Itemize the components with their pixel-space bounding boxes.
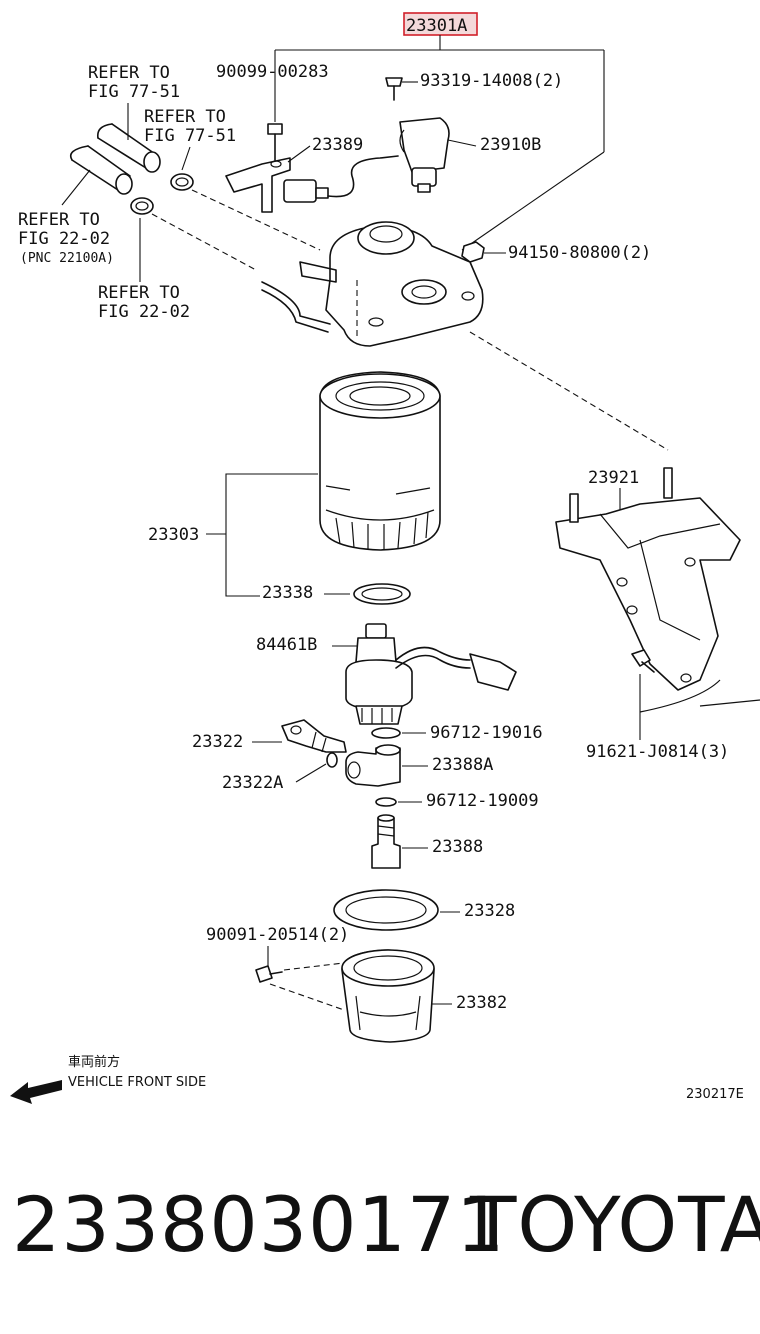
brand-name: TOYOTA <box>470 1180 760 1269</box>
label-96712-19009: 96712-19009 <box>426 791 539 811</box>
refer-label-1-line2: FIG 77-51 <box>88 82 180 102</box>
label-90099-00283: 90099-00283 <box>216 62 329 82</box>
label-23921: 23921 <box>588 468 639 488</box>
sensor-connector <box>283 155 399 203</box>
label-84461B: 84461B <box>256 635 317 655</box>
refer-label-1-line1: REFER TO <box>88 63 170 83</box>
vehicle-front-arrow-icon <box>10 1080 62 1104</box>
sensor-23910B <box>399 117 450 193</box>
bolt-91621 <box>631 649 655 673</box>
bolt-90099 <box>267 123 283 161</box>
parts-diagram: 23301A REFER TO FIG 77-51 REFER TO FIG 7… <box>10 12 760 1104</box>
refer-label-2-line1: REFER TO <box>144 107 226 127</box>
label-23388: 23388 <box>432 837 483 857</box>
screw-93319 <box>385 77 403 101</box>
label-23382: 23382 <box>456 993 507 1013</box>
label-94150-80800: 94150-80800(2) <box>508 243 651 263</box>
part-number: 2338030171 <box>12 1180 506 1269</box>
label-23322: 23322 <box>192 732 243 752</box>
drain-plug-23388 <box>371 814 401 869</box>
label-93319-14008: 93319-14008(2) <box>420 71 563 91</box>
screw-90091 <box>255 965 283 983</box>
gasket-23328 <box>333 889 439 931</box>
refer-label-4-line2: FIG 22-02 <box>98 302 190 322</box>
label-23388A: 23388A <box>432 755 493 775</box>
refer-label-2-line2: FIG 77-51 <box>144 126 236 146</box>
plug-23388A <box>345 744 401 787</box>
label-91621-J0814: 91621-J0814(3) <box>586 742 729 762</box>
bracket-23389 <box>225 157 291 213</box>
fuel-hoses <box>69 123 161 195</box>
refer-label-4-line1: REFER TO <box>98 283 180 303</box>
cover-23382 <box>341 949 435 1043</box>
label-96712-19016: 96712-19016 <box>430 723 543 743</box>
label-90091-20514: 90091-20514(2) <box>206 925 349 945</box>
filter-head-housing <box>261 221 484 347</box>
bracket-23921 <box>555 467 741 691</box>
vehicle-front-en-label: VEHICLE FRONT SIDE <box>68 1075 206 1090</box>
label-23303: 23303 <box>148 525 199 545</box>
o-ring-96712-19016 <box>371 727 401 739</box>
refer-label-3-line3: (PNC 22100A) <box>20 251 114 266</box>
drain-valve-23322 <box>281 719 347 753</box>
label-23338: 23338 <box>262 583 313 603</box>
label-23328: 23328 <box>464 901 515 921</box>
vehicle-front-jp-label: 車両前方 <box>68 1054 120 1070</box>
part-caption: 2338030171 TOYOTA <box>0 1180 760 1280</box>
nut-94150 <box>461 241 485 263</box>
o-ring-96712-19009 <box>375 797 397 807</box>
label-23389: 23389 <box>312 135 363 155</box>
water-sensor-84461B <box>345 623 517 725</box>
label-23910B: 23910B <box>480 135 541 155</box>
label-23322A: 23322A <box>222 773 283 793</box>
fuel-filter-23303 <box>319 371 441 551</box>
refer-label-3-line1: REFER TO <box>18 210 100 230</box>
refer-label-3-line2: FIG 22-02 <box>18 229 110 249</box>
gasket-23338 <box>353 583 411 605</box>
o-ring-23322A <box>326 752 338 768</box>
figure-code: 230217E <box>686 1087 744 1102</box>
label-23301A: 23301A <box>406 16 467 36</box>
hose-clamps <box>130 173 194 215</box>
